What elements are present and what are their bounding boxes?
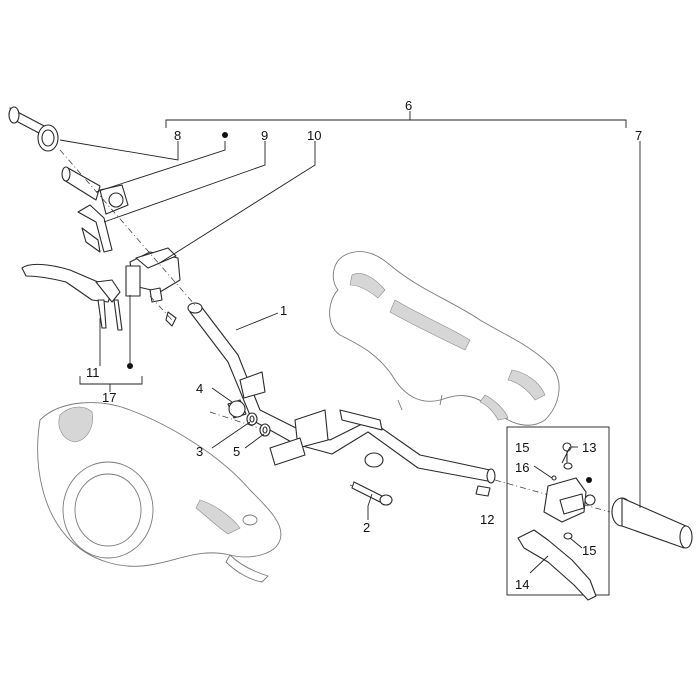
marker-dot-12 (586, 477, 592, 483)
callout-15-bottom: 15 (582, 543, 596, 558)
callout-2: 2 (363, 520, 370, 535)
group-bracket-6 (165, 111, 627, 128)
callout-1: 1 (280, 303, 287, 318)
callout-3: 3 (196, 444, 203, 459)
handlebar-bolt[interactable] (351, 481, 491, 506)
left-brake-lever[interactable] (21, 263, 123, 331)
throttle-cable-bracket[interactable] (77, 204, 113, 253)
brake-master-cylinder[interactable] (125, 247, 181, 327)
callout-9: 9 (261, 128, 268, 143)
right-brake-lever[interactable] (517, 529, 597, 601)
rear-handlebar-cover-ghost (329, 251, 560, 426)
right-grip[interactable] (611, 497, 693, 549)
marker-dot-9 (222, 132, 228, 138)
group-bracket-17 (79, 376, 143, 392)
callout-17: 17 (102, 390, 116, 405)
callout-11: 11 (86, 365, 100, 380)
callout-12: 12 (480, 512, 494, 527)
callout-8: 8 (174, 128, 181, 143)
callout-13: 13 (582, 440, 596, 455)
spacer-and-washers[interactable] (227, 399, 271, 437)
callout-16: 16 (515, 460, 529, 475)
callout-14: 14 (515, 577, 529, 592)
right-lever-bracket[interactable] (543, 442, 596, 540)
callout-6: 6 (405, 98, 412, 113)
headlight-cover-ghost (37, 402, 282, 583)
callout-5: 5 (233, 444, 240, 459)
handlebar-tube[interactable] (187, 302, 496, 484)
leader-lines (59, 139, 641, 574)
callout-4: 4 (196, 381, 203, 396)
callout-7: 7 (635, 128, 642, 143)
left-grip[interactable] (8, 106, 59, 152)
throttle-sleeve[interactable] (61, 166, 129, 215)
callout-labels: 1 2 3 4 5 6 7 8 9 10 11 12 13 14 15 15 1… (86, 98, 642, 592)
callout-15-top: 15 (515, 440, 529, 455)
right-lever-assembly-frame (506, 426, 610, 596)
callout-10: 10 (307, 128, 321, 143)
